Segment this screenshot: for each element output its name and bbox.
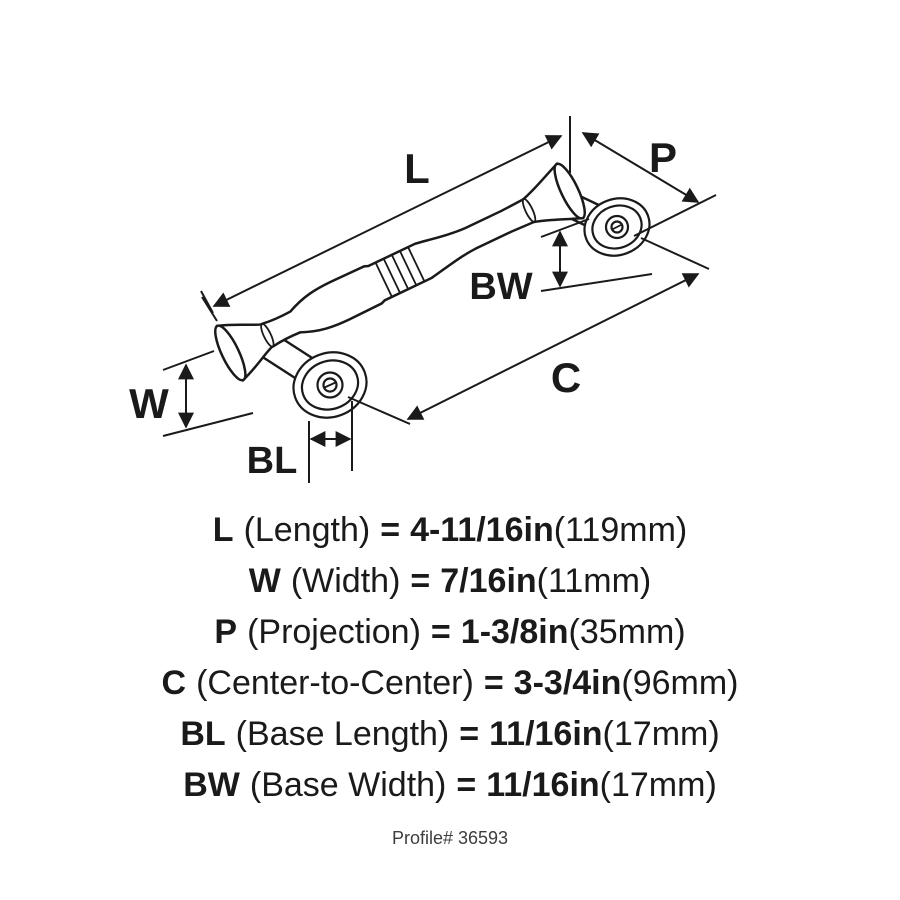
- left-rosette: [292, 351, 368, 419]
- pull-handle-drawing: L P BW C W BL: [129, 116, 717, 483]
- spec-equals: =: [380, 511, 401, 549]
- spec-metric: (119mm): [553, 511, 688, 549]
- spec-name: (Base Length): [235, 715, 450, 753]
- w-ext-bottom-tick: [162, 412, 254, 437]
- spec-name: (Center-to-Center): [196, 664, 474, 702]
- dimension-lines: [162, 116, 717, 483]
- dim-L: [200, 116, 571, 322]
- dim-label-bl: BL: [247, 440, 298, 482]
- spec-metric: (35mm): [568, 613, 686, 651]
- spec-equals: =: [410, 562, 431, 600]
- left-mouth-rim: [214, 324, 247, 382]
- spec-imperial: 11/16in: [486, 766, 600, 804]
- dim-BL: [308, 401, 353, 483]
- left-collar-ring: [260, 323, 275, 348]
- l-dim-line: [212, 135, 563, 307]
- spec-abbr: BW: [183, 766, 240, 804]
- c-ext-left: [347, 396, 411, 425]
- spec-metric: (17mm): [599, 766, 717, 804]
- spec-metric: (96mm): [621, 664, 739, 702]
- spec-line-center-to-center: C(Center-to-Center)=3-3/4in(96mm): [0, 658, 900, 709]
- spec-abbr: L: [212, 511, 234, 549]
- handle-body: [214, 161, 586, 383]
- spec-imperial: 3-3/4in: [513, 664, 622, 702]
- bw-ext-top-tick: [540, 218, 590, 238]
- dim-P: [581, 132, 717, 237]
- profile-number: Profile# 36593: [391, 828, 509, 848]
- right-screw-slot: [611, 223, 623, 231]
- spec-name: (Base Width): [249, 766, 447, 804]
- c-dim-line: [406, 273, 700, 420]
- spec-equals: =: [459, 715, 480, 753]
- handle-artwork: [214, 161, 651, 419]
- dim-C: [347, 237, 710, 425]
- spec-name: (Width): [290, 562, 401, 600]
- l-ext-from-mouth: [201, 296, 218, 322]
- spec-imperial: 7/16in: [440, 562, 537, 600]
- spec-abbr: W: [248, 562, 281, 600]
- dim-label-w: W: [129, 380, 169, 427]
- spec-abbr: P: [214, 613, 238, 651]
- spec-line-base-length: BL(Base Length)=11/16in(17mm): [0, 709, 900, 760]
- right-rosette: [583, 197, 651, 257]
- spec-list: L(Length)=4-11/16in(119mm) W(Width)=7/16…: [0, 505, 900, 811]
- spec-abbr: C: [161, 664, 187, 702]
- pull-handle-diagram: L P BW C W BL: [0, 40, 900, 510]
- spec-line-width: W(Width)=7/16in(11mm): [0, 556, 900, 607]
- dim-label-p: P: [649, 134, 677, 181]
- spec-line-length: L(Length)=4-11/16in(119mm): [0, 505, 900, 556]
- dim-W: [162, 350, 254, 437]
- spec-abbr: BL: [180, 715, 226, 753]
- dim-label-l: L: [404, 145, 430, 192]
- spec-equals: =: [456, 766, 477, 804]
- left-screw-slot: [324, 381, 336, 389]
- spec-line-projection: P(Projection)=1-3/8in(35mm): [0, 607, 900, 658]
- p-dim-line: [581, 132, 700, 203]
- bw-ext-bottom-tick: [540, 273, 653, 292]
- spec-equals: =: [430, 613, 451, 651]
- p-ext-line: [633, 194, 717, 237]
- w-ext-top-tick: [162, 350, 215, 371]
- c-ext-right: [640, 237, 710, 270]
- spec-name: (Projection): [247, 613, 421, 651]
- l-ext-left-tick: [200, 290, 214, 314]
- dimension-labels: L P BW C W BL: [129, 134, 677, 482]
- dim-label-c: C: [551, 354, 581, 401]
- spec-metric: (17mm): [602, 715, 720, 753]
- spec-equals: =: [483, 664, 504, 702]
- spec-metric: (11mm): [536, 562, 652, 600]
- spec-imperial: 1-3/8in: [460, 613, 569, 651]
- spec-name: (Length): [243, 511, 371, 549]
- spec-imperial: 11/16in: [489, 715, 603, 753]
- spec-imperial: 4-11/16in: [410, 511, 554, 549]
- spec-line-base-width: BW(Base Width)=11/16in(17mm): [0, 760, 900, 811]
- dim-label-bw: BW: [469, 266, 532, 308]
